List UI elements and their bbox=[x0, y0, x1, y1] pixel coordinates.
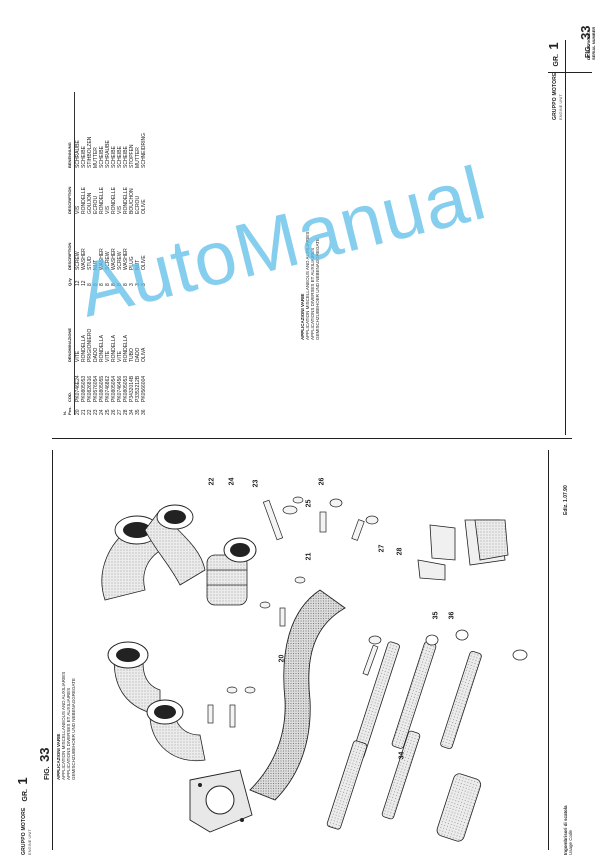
long-pipe bbox=[249, 589, 346, 801]
callout-36: 36 bbox=[448, 611, 456, 620]
lower-right-edge bbox=[548, 450, 549, 850]
coupling-sleeve bbox=[206, 537, 257, 606]
flange bbox=[189, 769, 253, 833]
lower-page-divider bbox=[52, 438, 572, 439]
callout-26: 26 bbox=[318, 477, 326, 486]
lower-left-edge bbox=[52, 450, 53, 850]
fasteners bbox=[207, 496, 382, 728]
elbow-hose-4 bbox=[146, 699, 206, 762]
callout-28: 28 bbox=[396, 547, 404, 556]
callout-22: 22 bbox=[208, 477, 216, 486]
callout-24: 24 bbox=[228, 477, 236, 486]
callout-25: 25 bbox=[305, 499, 313, 508]
callout-23: 23 bbox=[252, 479, 260, 488]
fuel-pipes bbox=[326, 629, 528, 842]
callout-20: 20 bbox=[278, 654, 286, 663]
callout-34: 34 bbox=[398, 751, 406, 760]
divider-right bbox=[565, 40, 566, 435]
callout-21: 21 bbox=[305, 552, 313, 561]
callout-27: 27 bbox=[378, 544, 386, 553]
callout-35: 35 bbox=[432, 611, 440, 620]
clamps bbox=[417, 519, 509, 581]
elbow-hose-2 bbox=[144, 504, 206, 586]
divider-top bbox=[548, 72, 592, 73]
elbow-hose-1 bbox=[101, 515, 166, 601]
